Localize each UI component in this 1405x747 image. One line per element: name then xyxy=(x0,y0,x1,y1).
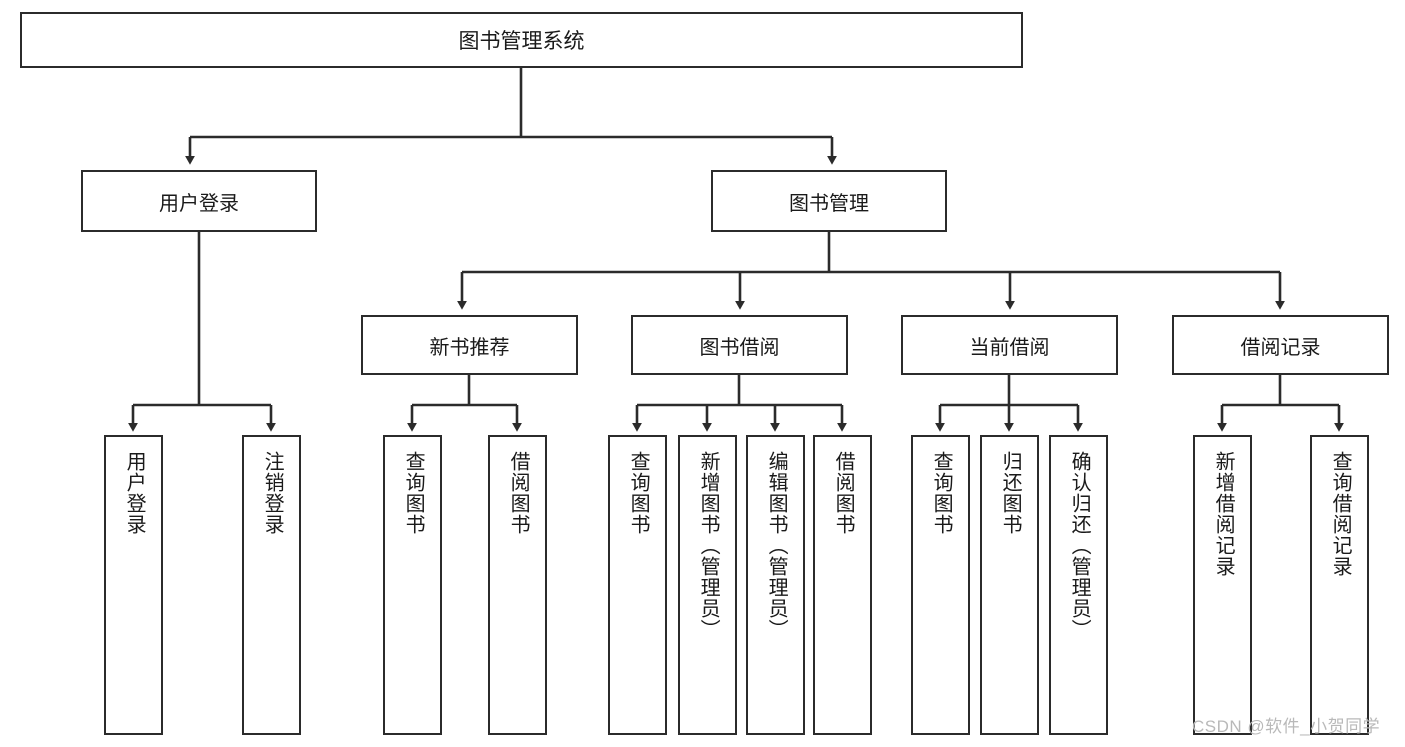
leaf-borrow-book-2-label: 借阅图书 xyxy=(832,451,855,535)
leaf-query-book-3[interactable]: 查询图书 xyxy=(911,435,970,735)
node-user-login-label: 用户登录 xyxy=(159,192,239,215)
leaf-add-book-label: 新增图书（管理员） xyxy=(697,451,720,640)
leaf-return-book-label: 归还图书 xyxy=(999,451,1022,535)
leaf-query-book-1-label: 查询图书 xyxy=(402,451,425,535)
leaf-add-record-label: 新增借阅记录 xyxy=(1212,451,1235,577)
node-root-label: 图书管理系统 xyxy=(458,30,585,53)
leaf-query-book-2-label: 查询图书 xyxy=(627,451,650,535)
leaf-edit-book-label: 编辑图书（管理员） xyxy=(765,451,788,640)
node-new-book-rec-label: 新书推荐 xyxy=(429,336,510,359)
node-borrow-record-label: 借阅记录 xyxy=(1240,336,1321,359)
leaf-query-record-label: 查询借阅记录 xyxy=(1329,451,1352,577)
node-new-book-rec[interactable]: 新书推荐 xyxy=(361,315,578,375)
leaf-user-login[interactable]: 用户登录 xyxy=(104,435,163,735)
node-current-borrow-label: 当前借阅 xyxy=(969,336,1050,359)
node-book-manage[interactable]: 图书管理 xyxy=(711,170,947,232)
leaf-borrow-book-2[interactable]: 借阅图书 xyxy=(813,435,872,735)
leaf-add-book[interactable]: 新增图书（管理员） xyxy=(678,435,737,735)
leaf-borrow-book-1[interactable]: 借阅图书 xyxy=(488,435,547,735)
leaf-return-book[interactable]: 归还图书 xyxy=(980,435,1039,735)
node-current-borrow[interactable]: 当前借阅 xyxy=(901,315,1118,375)
leaf-add-record[interactable]: 新增借阅记录 xyxy=(1193,435,1252,735)
leaf-user-login-label: 用户登录 xyxy=(123,451,146,535)
leaf-query-book-2[interactable]: 查询图书 xyxy=(608,435,667,735)
node-book-borrow[interactable]: 图书借阅 xyxy=(631,315,848,375)
leaf-logout[interactable]: 注销登录 xyxy=(242,435,301,735)
csdn-watermark: CSDN @软件_小贺同学 xyxy=(1192,717,1381,736)
node-book-borrow-label: 图书借阅 xyxy=(699,336,780,359)
leaf-query-book-1[interactable]: 查询图书 xyxy=(383,435,442,735)
leaf-confirm-return[interactable]: 确认归还（管理员） xyxy=(1049,435,1108,735)
leaf-query-record[interactable]: 查询借阅记录 xyxy=(1310,435,1369,735)
node-book-manage-label: 图书管理 xyxy=(789,192,869,215)
leaf-confirm-return-label: 确认归还（管理员） xyxy=(1068,451,1091,640)
node-user-login[interactable]: 用户登录 xyxy=(81,170,317,232)
node-root[interactable]: 图书管理系统 xyxy=(20,12,1023,68)
leaf-borrow-book-1-label: 借阅图书 xyxy=(507,451,530,535)
leaf-edit-book[interactable]: 编辑图书（管理员） xyxy=(746,435,805,735)
leaf-query-book-3-label: 查询图书 xyxy=(930,451,953,535)
leaf-logout-label: 注销登录 xyxy=(261,451,284,535)
node-borrow-record[interactable]: 借阅记录 xyxy=(1172,315,1389,375)
